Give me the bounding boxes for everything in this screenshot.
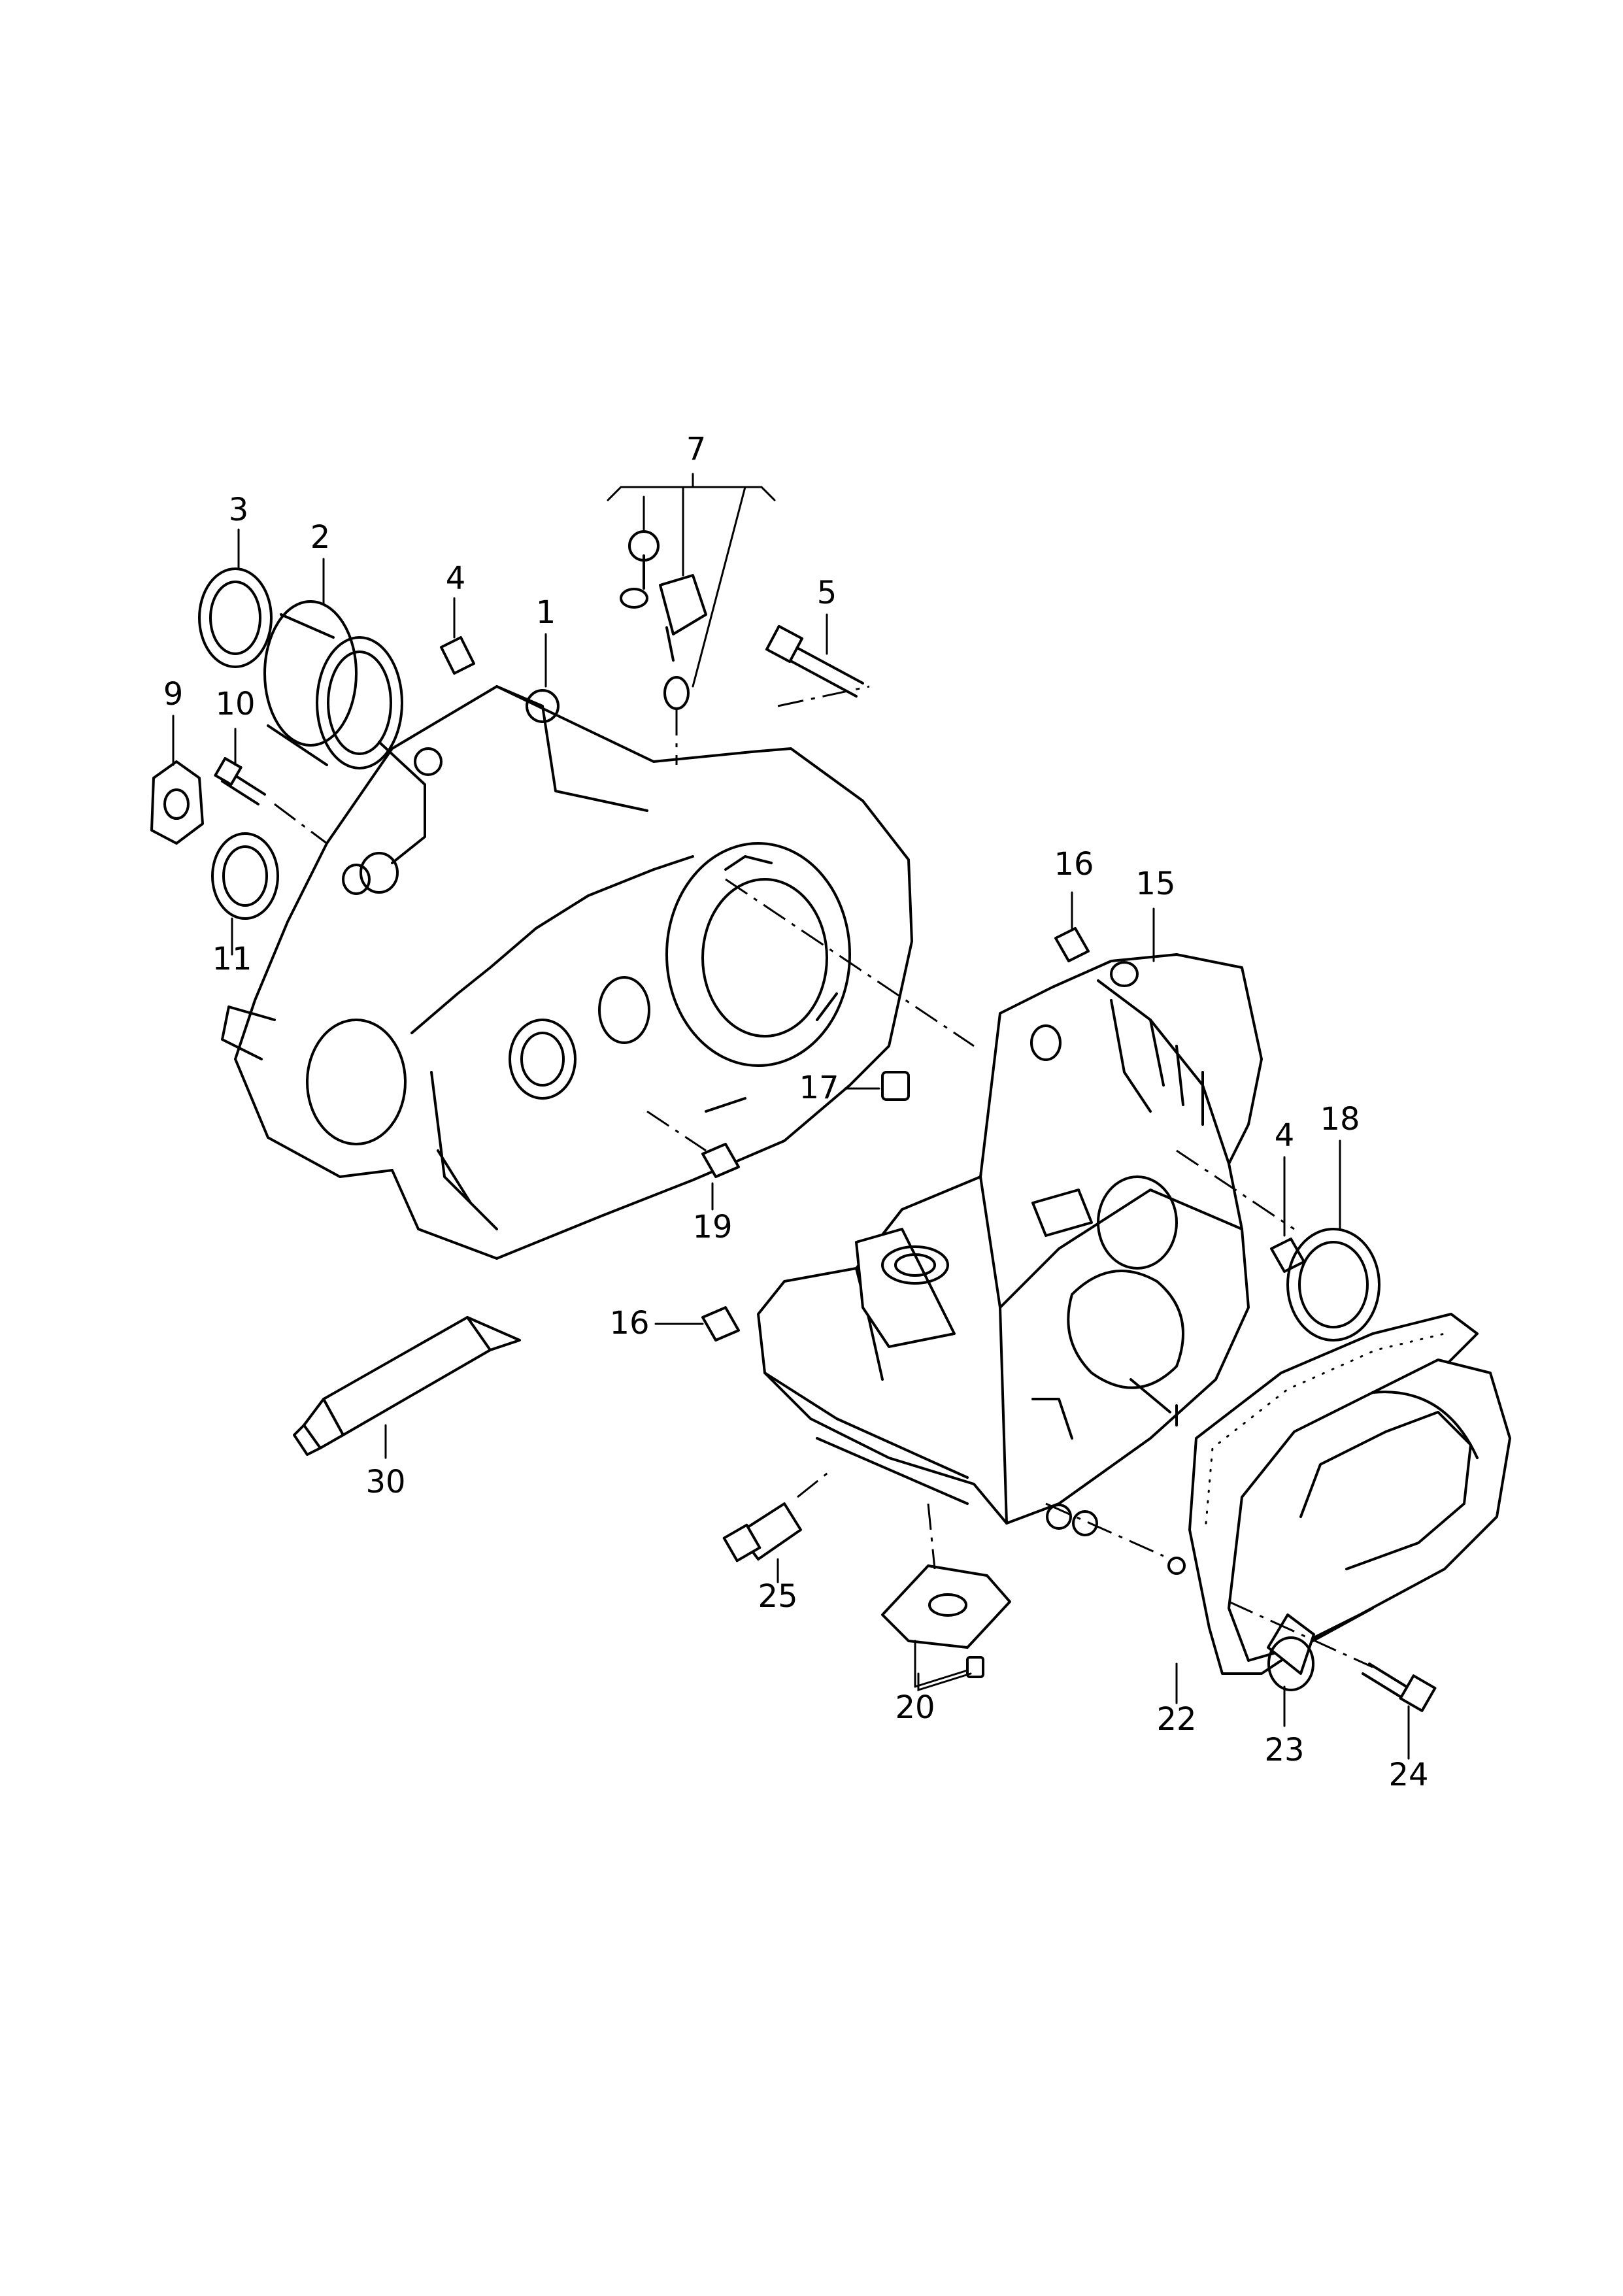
part-3-seal [198,567,273,668]
callout-24: 24 [1388,1757,1428,1793]
part-20-retainer [881,1564,1011,1678]
part-9-bracket [150,760,204,845]
callout-11: 11 [212,941,252,977]
callout-22: 22 [1156,1701,1196,1738]
callout-7: 7 [686,431,707,467]
callout-16b: 16 [609,1305,649,1342]
part-15-gear-housing [757,953,1263,1536]
part-25-switch [722,1502,802,1562]
callout-18: 18 [1320,1101,1360,1138]
callout-17: 17 [799,1070,839,1106]
callout-5: 5 [817,575,837,611]
part-16a-plug [1054,927,1090,962]
callout-16a: 16 [1054,846,1094,883]
callout-2: 2 [310,519,331,556]
callout-23: 23 [1264,1732,1304,1768]
part-5-bolt [765,624,864,698]
callout-19: 19 [692,1209,732,1245]
callout-4a: 4 [446,560,466,597]
part-2-sleeve [263,600,403,769]
callout-4b: 4 [1275,1117,1295,1154]
callout-20: 20 [895,1689,935,1726]
callout-9: 9 [163,676,184,713]
part-16b-plug [701,1306,740,1342]
part-19-plug [701,1143,740,1178]
callout-30: 30 [365,1464,405,1500]
part-4b-plug [1270,1238,1305,1273]
part-1-transmission-housing [221,685,913,1260]
part-4a-plug [440,636,475,675]
assembly-lines [274,685,1373,1668]
part-23-cover [1228,1359,1511,1691]
part-11-seal [211,832,279,920]
callout-labels: 1 2 3 4 4 5 7 9 10 11 15 16 16 17 18 19 … [163,431,1429,1793]
part-7-sender [620,530,707,710]
leader-lines [172,473,1410,1760]
part-24-bolt [1362,1663,1437,1712]
callout-25: 25 [758,1578,797,1615]
part-18-seal [1286,1228,1380,1342]
part-10-bolt [214,757,266,805]
callout-3: 3 [229,492,249,528]
callout-1: 1 [536,594,556,631]
part-30-sealant-tube [293,1316,521,1456]
part-17-plug [881,1071,910,1101]
callout-15: 15 [1135,866,1175,902]
callout-10: 10 [215,686,255,722]
